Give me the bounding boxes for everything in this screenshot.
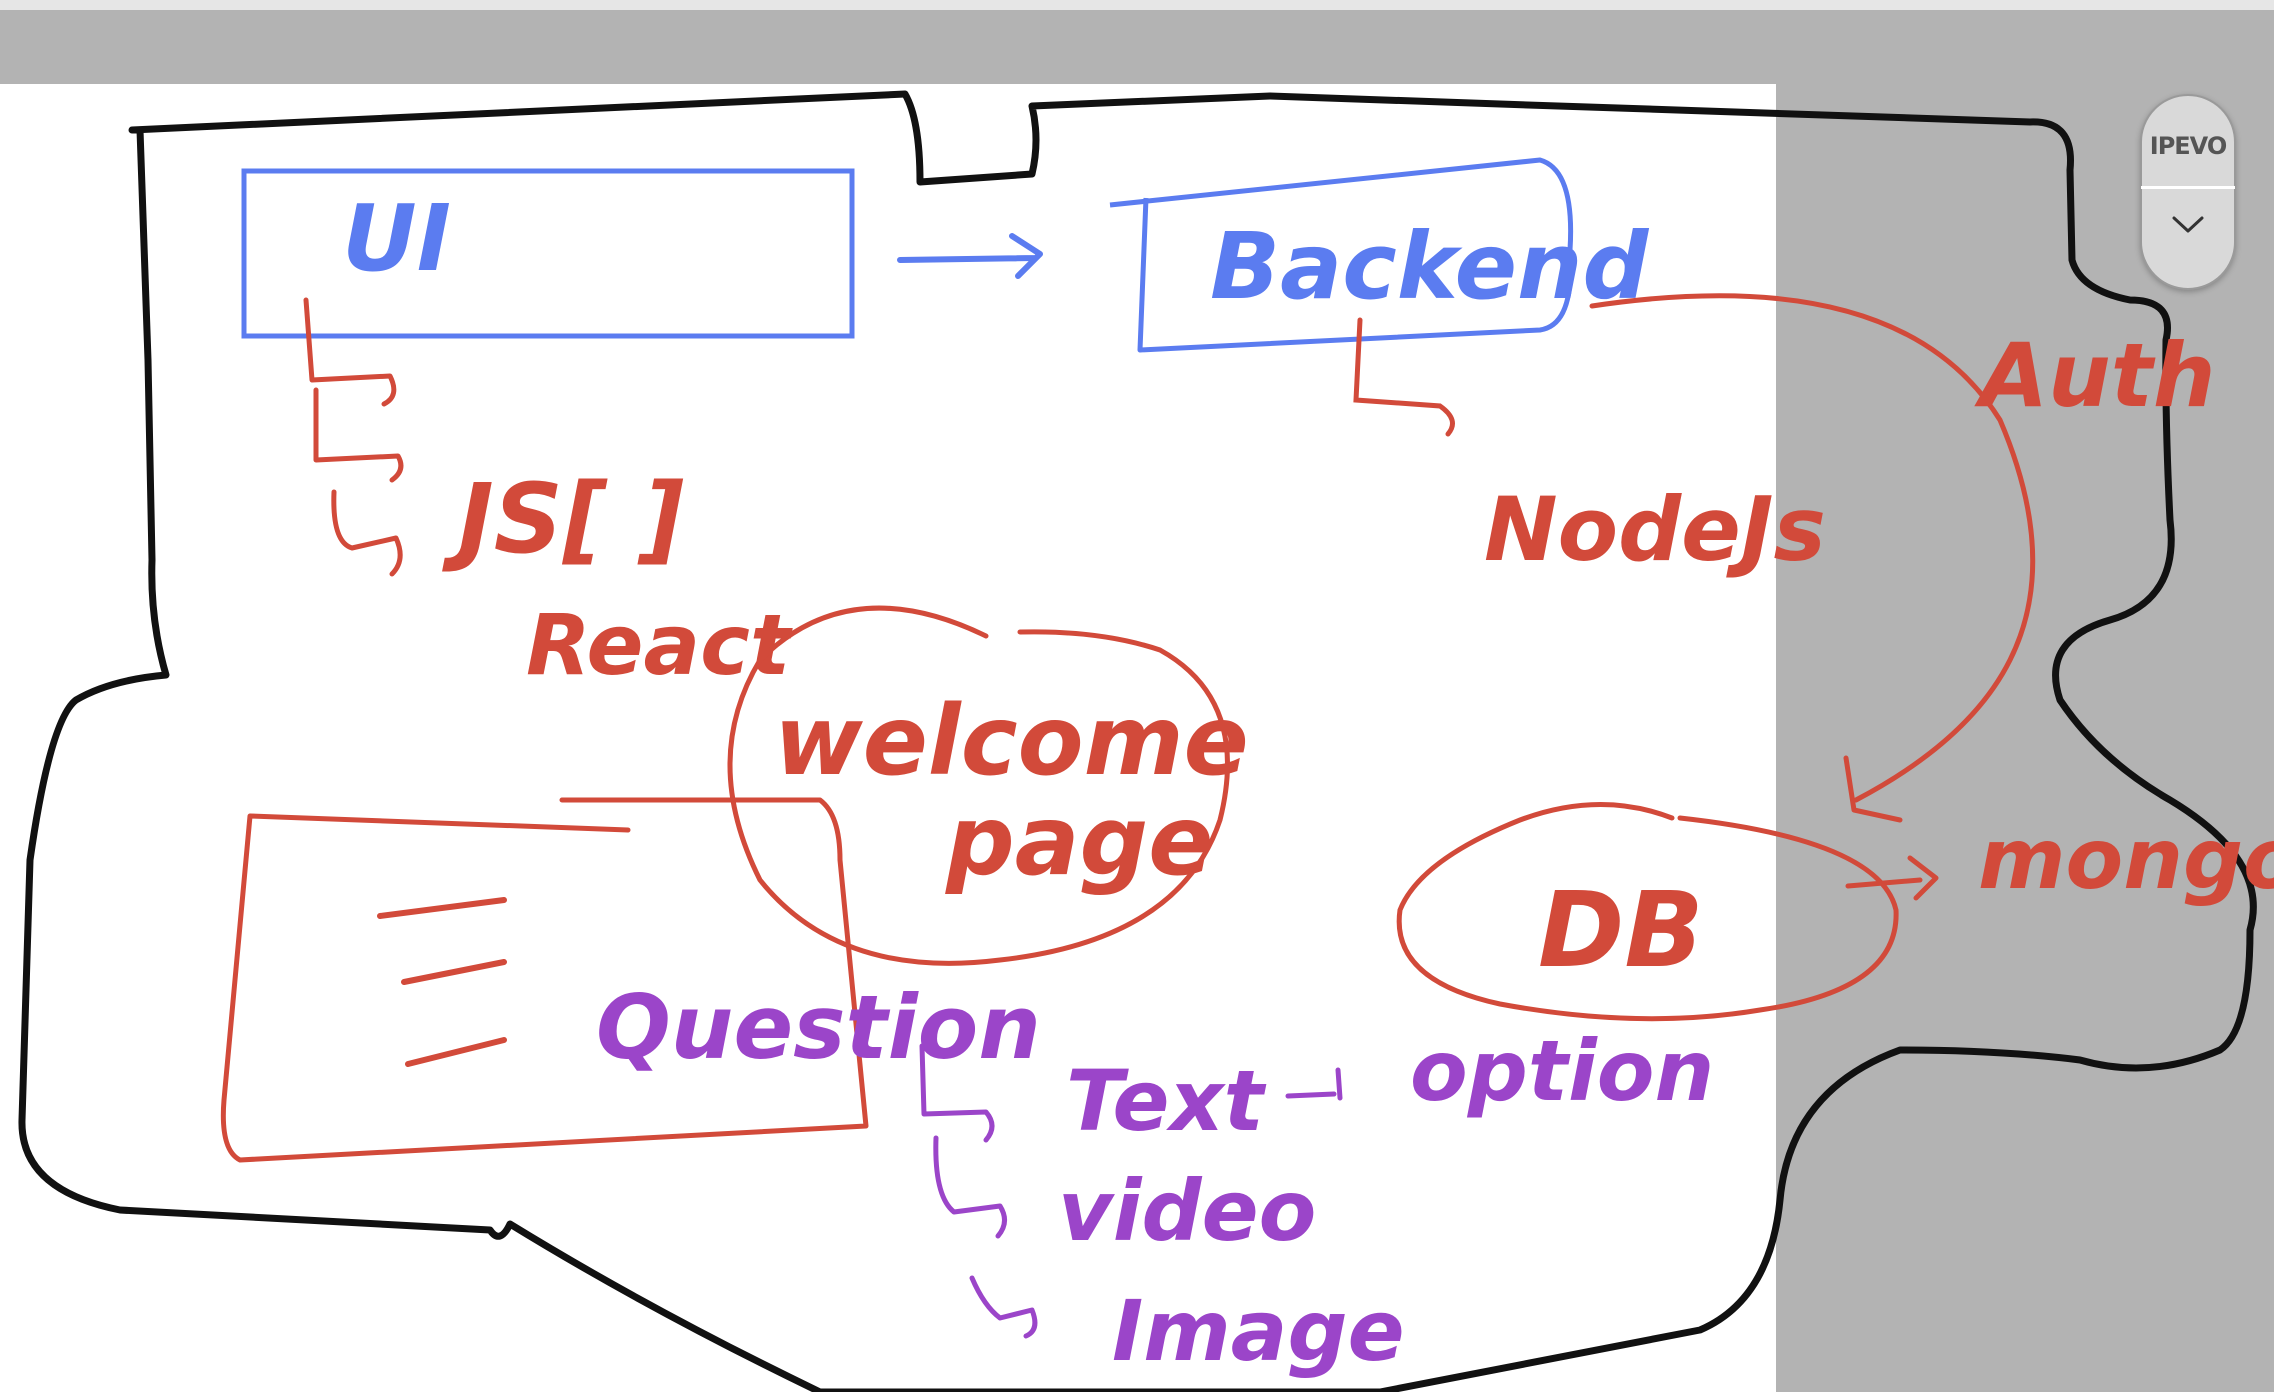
video-label: video xyxy=(1058,1162,1316,1260)
nodejs-label: NodeJs xyxy=(1484,478,1826,581)
arrow-ui-backend xyxy=(897,233,1043,279)
ui-branches xyxy=(303,297,404,577)
image-label: Image xyxy=(1112,1282,1405,1380)
backend-label: Backend xyxy=(1210,213,1650,320)
question-branches xyxy=(919,1043,1038,1339)
arrow-db-mongo xyxy=(1845,855,1939,901)
ui-box xyxy=(241,168,855,339)
text-option-arrow xyxy=(1285,1067,1343,1101)
ipevo-divider xyxy=(2141,186,2235,189)
ipevo-logo: IPEVO xyxy=(2149,132,2227,160)
question-box-lines xyxy=(377,897,507,1067)
question-box xyxy=(220,797,869,1163)
chevron-down-icon[interactable] xyxy=(2168,205,2208,245)
welcome-label-line2: page xyxy=(945,785,1213,897)
db-ellipse xyxy=(1396,802,1899,1022)
auth-curve xyxy=(1589,293,2036,823)
db-label: DB xyxy=(1538,869,1704,991)
js-label: JS[ ] xyxy=(442,463,684,575)
backend-box xyxy=(1109,157,1574,353)
whiteboard-canvas[interactable] xyxy=(0,84,1776,1392)
outline-shape xyxy=(18,90,2257,1392)
question-label: Question xyxy=(596,976,1041,1079)
text-label: Text xyxy=(1066,1052,1267,1150)
react-label: React xyxy=(526,596,793,694)
top-strip xyxy=(0,0,2274,10)
welcome-circle xyxy=(727,605,1230,966)
option-label: option xyxy=(1410,1022,1714,1120)
backend-branch xyxy=(1353,317,1455,437)
auth-label: Auth xyxy=(1974,324,2215,427)
ui-label: UI xyxy=(342,185,451,292)
mongo-label: mongo xyxy=(1978,810,2274,908)
welcome-label-line1: welcome xyxy=(774,685,1249,797)
ipevo-widget[interactable]: IPEVO xyxy=(2140,94,2236,290)
